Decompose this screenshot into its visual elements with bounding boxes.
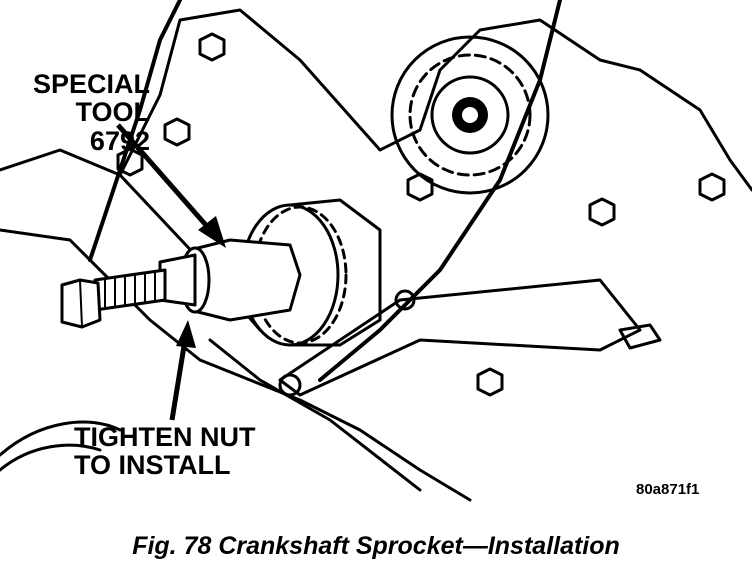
timing-belt-right: [318, 0, 562, 382]
tensioner-bolt-right: [394, 289, 416, 311]
engine-bolts: [116, 32, 726, 397]
tensioner-bolt-left: [278, 373, 302, 397]
special-tool-arrowhead: [198, 216, 226, 248]
tighten-nut-leader: [169, 339, 188, 421]
tighten-nut-line-2: TO INSTALL: [74, 450, 231, 481]
tighten-nut-label: TIGHTEN NUT TO INSTALL: [74, 423, 256, 480]
tighten-nut-line-1: TIGHTEN NUT: [74, 422, 256, 452]
lower-pulley-inner: [0, 443, 102, 472]
special-tool-leader: [116, 123, 214, 234]
timing-belt-left: [88, 0, 182, 262]
drawing-code: 80a871f1: [636, 481, 700, 498]
special-tool-label: SPECIAL TOOL 6792: [22, 70, 150, 155]
special-tool-line-1: SPECIAL: [32, 69, 150, 99]
engine-tab: [618, 323, 662, 350]
figure-caption: Fig. 78 Crankshaft Sprocket—Installation: [132, 532, 620, 560]
special-tool-line-3: 6792: [89, 125, 150, 156]
engine-block-lower: [0, 228, 472, 502]
tensioner-arm: [278, 278, 642, 397]
hex-nut: [60, 278, 102, 329]
water-pump-sprocket: [390, 35, 550, 195]
special-tool-line-2: TOOL: [75, 97, 150, 128]
lower-pulley: [0, 420, 122, 457]
special-tool-body: [158, 238, 302, 322]
front-cover-edge: [208, 338, 422, 492]
engine-block-outline: [0, 8, 752, 192]
tighten-nut-arrowhead: [176, 320, 196, 348]
